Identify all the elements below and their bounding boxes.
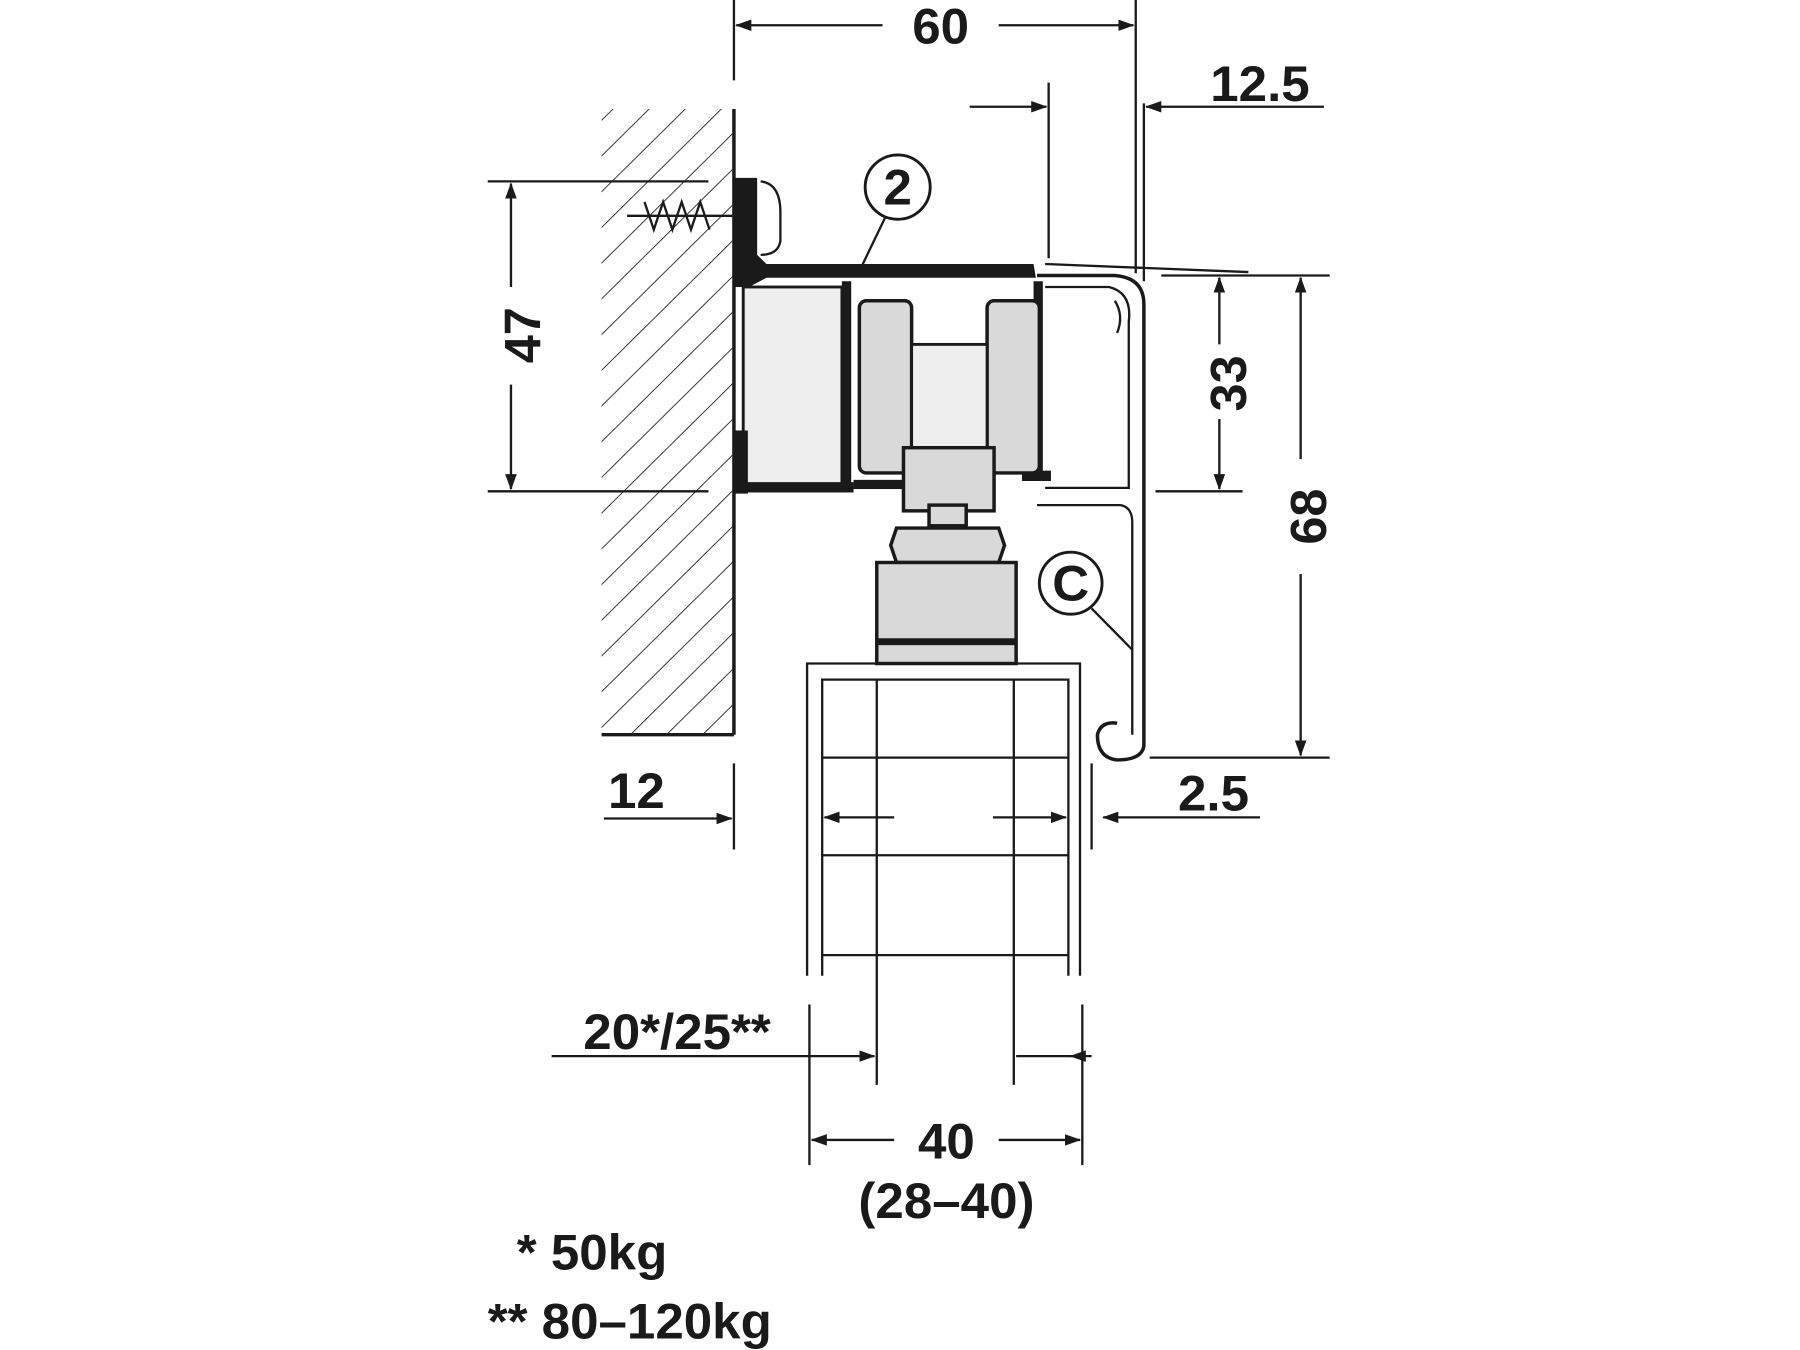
- dimension-lines: [487, 0, 1330, 1166]
- dim-60: 60: [912, 0, 969, 55]
- dim-door-range: (28–40): [858, 1172, 1034, 1229]
- dim-door-inset: 20*/25**: [583, 1004, 771, 1061]
- callout-2-label: 2: [883, 159, 911, 216]
- roller-carriage: [857, 299, 1042, 666]
- wall: [601, 109, 736, 737]
- dim-68: 68: [1280, 488, 1337, 544]
- callout-track: 2: [860, 153, 932, 267]
- dim-40: 40: [918, 1113, 975, 1170]
- note-80-120kg: ** 80–120kg: [488, 1293, 772, 1350]
- callout-c-label: C: [1052, 555, 1089, 612]
- door-panel: [805, 662, 1082, 1085]
- dim-12: 12: [608, 762, 665, 819]
- dim-12-5: 12.5: [1210, 55, 1309, 112]
- dim-2-5: 2.5: [1178, 765, 1249, 822]
- dim-33: 33: [1200, 355, 1257, 411]
- screw: [627, 198, 734, 234]
- dim-47: 47: [494, 307, 551, 363]
- cover-profile: [1037, 273, 1146, 762]
- note-50kg: * 50kg: [517, 1224, 668, 1281]
- callout-cover: C: [1037, 550, 1134, 651]
